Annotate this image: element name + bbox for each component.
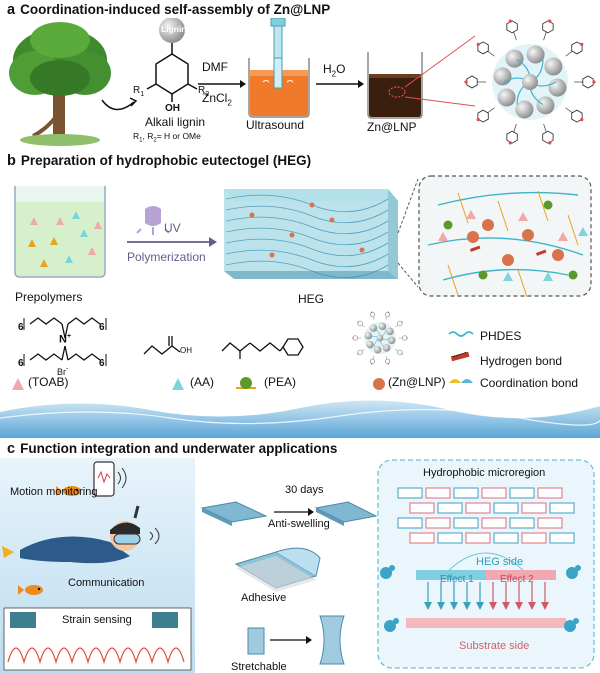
panel-c-title-text: Function integration and underwater appl… bbox=[20, 441, 338, 456]
panel-b-title: b Preparation of hydrophobic eutectogel (… bbox=[7, 153, 311, 169]
tree-illustration bbox=[9, 22, 111, 146]
panel-a-title: a Coordination-induced self-assembly of Z… bbox=[7, 2, 330, 18]
substrate-side-label: Substrate side bbox=[459, 640, 530, 652]
component-legend-markers bbox=[12, 377, 385, 390]
aa-structure bbox=[143, 336, 181, 355]
hydroxyl-label: OH bbox=[165, 103, 180, 114]
ultrasound-beaker bbox=[248, 18, 310, 118]
h2o-label: H2O bbox=[323, 62, 346, 79]
zncl2-label: ZnCl2 bbox=[202, 91, 232, 108]
panel-c-title: c Function integration and underwater app… bbox=[7, 441, 337, 457]
polymerization-arrow bbox=[127, 237, 217, 247]
dmf-label: DMF bbox=[202, 60, 228, 74]
motion-monitoring-label: Motion monitoring bbox=[10, 486, 98, 498]
toab-repeat-2: 6 bbox=[99, 322, 105, 333]
adhesive-label: Adhesive bbox=[241, 592, 287, 604]
anti-swelling-label: Anti-swelling bbox=[268, 518, 330, 530]
panel-a-letter: a bbox=[7, 2, 16, 18]
znlnp-nanoparticle-small bbox=[352, 311, 408, 365]
heg-label: HEG bbox=[298, 292, 325, 306]
uv-lamp-icon bbox=[136, 206, 170, 235]
heg-side-label: HEG side bbox=[476, 556, 524, 568]
alkali-lignin-structure bbox=[146, 18, 198, 102]
toab-repeat-4: 6 bbox=[99, 358, 105, 369]
toab-structure bbox=[23, 317, 107, 366]
prepolymer-beaker bbox=[14, 186, 106, 278]
prepolymers-label: Prepolymers bbox=[15, 290, 83, 304]
water-wave-band bbox=[0, 400, 600, 438]
coordination-bond-legend-label: Coordination bond bbox=[480, 376, 579, 390]
tree-to-lignin-arrow bbox=[101, 97, 138, 111]
property-illustrations bbox=[200, 501, 378, 665]
znlnp-label-b: (Zn@LNP) bbox=[388, 375, 446, 389]
hydrophobic-microregion-label: Hydrophobic microregion bbox=[423, 467, 546, 479]
panel-a-title-text: Coordination-induced self-assembly of Zn… bbox=[20, 2, 331, 17]
ultrasound-label: Ultrasound bbox=[246, 118, 305, 132]
h2o-reaction-arrow bbox=[316, 80, 364, 88]
pea-structure bbox=[221, 338, 304, 359]
pea-label: (PEA) bbox=[264, 375, 297, 389]
lignin-sphere-label: Lignin bbox=[161, 24, 187, 34]
alkali-lignin-label: Alkali lignin bbox=[145, 115, 206, 129]
polymerization-label: Polymerization bbox=[127, 250, 206, 264]
effect-2-label: Effect 2 bbox=[500, 574, 534, 585]
phdes-legend-label: PHDES bbox=[480, 329, 522, 343]
strain-sensing-label: Strain sensing bbox=[62, 614, 132, 626]
stretchable-label: Stretchable bbox=[231, 661, 287, 673]
panel-b-letter: b bbox=[7, 153, 16, 169]
effect-1-label: Effect 1 bbox=[440, 574, 474, 585]
hydrogen-bond-legend-label: Hydrogen bond bbox=[480, 354, 563, 368]
panel-c-letter: c bbox=[7, 441, 16, 457]
aa-label: (AA) bbox=[190, 375, 214, 389]
r2-substituent: R2 bbox=[198, 85, 210, 98]
toab-bromide: Br- bbox=[57, 366, 69, 377]
uv-label: UV bbox=[164, 221, 181, 235]
znlnp-label-a: Zn@LNP bbox=[367, 120, 417, 134]
dmf-reaction-arrow bbox=[198, 80, 246, 88]
toab-repeat-3: 6 bbox=[18, 358, 24, 369]
bond-legend-icons bbox=[448, 331, 474, 383]
znlnp-nanoparticle-large bbox=[464, 19, 596, 145]
zoom-lines-a bbox=[404, 35, 476, 107]
panel-b-title-text: Preparation of hydrophobic eutectogel (H… bbox=[20, 153, 312, 168]
underwater-scene bbox=[0, 458, 195, 673]
hydrophobic-microregion-box bbox=[377, 459, 595, 669]
thirty-days-label: 30 days bbox=[285, 484, 324, 496]
heg-network-zoom bbox=[418, 175, 592, 297]
toab-label: (TOAB) bbox=[28, 375, 69, 389]
r1-substituent: R1 bbox=[133, 85, 145, 98]
communication-label: Communication bbox=[68, 577, 145, 589]
aa-hydroxyl: OH bbox=[180, 346, 192, 355]
toab-repeat-1: 6 bbox=[18, 322, 24, 333]
substituents-note: R1, R2= H or OMe bbox=[133, 131, 201, 144]
zoom-lines-b bbox=[397, 178, 419, 288]
toab-nitrogen: N+ bbox=[59, 333, 72, 346]
heg-block bbox=[224, 189, 398, 279]
